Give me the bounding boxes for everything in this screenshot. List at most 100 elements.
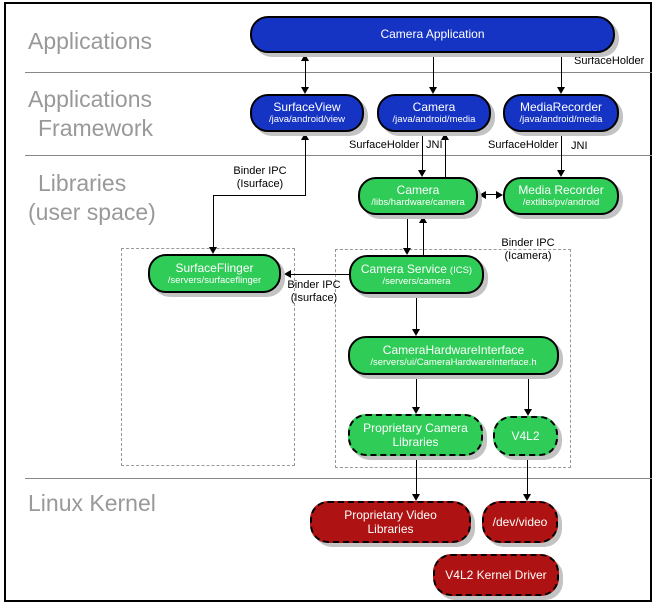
arrowhead-down-into-proprietary-camera	[412, 407, 420, 414]
edge-chi-proprietary-camera	[416, 375, 417, 407]
surfaceflinger-process-group	[121, 248, 295, 466]
arrowhead-right-into-mediarecorder-library	[496, 191, 503, 199]
node-path: /java/android/media	[392, 114, 476, 126]
layer-label-text: Libraries	[38, 170, 127, 196]
label-line: (Icamera)	[504, 250, 552, 262]
node-v4l2: V4L2	[493, 416, 558, 456]
edge-v4l2-devvideo	[527, 456, 528, 494]
arrowhead-down-into-camera-framework	[429, 87, 437, 94]
edge-camera-lib-up	[445, 140, 446, 177]
node-title: Camera	[396, 183, 440, 198]
arrowhead-down-into-camera-service	[403, 248, 411, 255]
node-v4l2-kernel-driver: V4L2 Kernel Driver	[433, 554, 559, 596]
node-title: Proprietary Video Libraries	[344, 507, 437, 536]
node-surfaceview: SurfaceView /java/android/view	[250, 94, 364, 132]
node-path: /java/android/view	[268, 114, 346, 126]
node-proprietary-video-libraries: Proprietary Video Libraries	[310, 501, 471, 543]
arrowhead-up-into-camera-application	[301, 54, 309, 61]
label-line: (Isurface)	[236, 178, 284, 190]
label-jni-mediarecorder: JNI	[571, 140, 588, 152]
arrowhead-up-into-camera-library-2	[419, 216, 427, 223]
edge-binder-to-surfaceflinger	[213, 195, 214, 247]
node-title: Media Recorder	[518, 183, 604, 198]
edge-mediarecorder-down	[561, 132, 562, 170]
label-line: Binder IPC	[287, 279, 341, 291]
node-dev-video: /dev/video	[482, 501, 558, 543]
arrowhead-down-into-surfaceview	[301, 87, 309, 94]
layer-label-text: Framework	[38, 115, 154, 141]
node-path: /servers/ui/CameraHardwareInterface.h	[370, 356, 537, 368]
layer-label-text: Applications	[28, 86, 153, 112]
camera-service-process-group	[335, 249, 571, 468]
label-binder-ipc-icamera: Binder IPC (Icamera)	[496, 237, 560, 263]
edge-surfaceview-binder-vertical	[305, 140, 306, 195]
label-surfaceholder-app: SurfaceHolder	[574, 55, 645, 67]
arrowhead-down-into-mediarecorder	[557, 87, 565, 94]
node-title-text: Camera Service	[360, 261, 447, 276]
layer-label-libraries: Libraries (user space)	[28, 169, 156, 227]
layer-label-text: Linux Kernel	[28, 490, 156, 516]
arrowhead-up-into-camera-framework	[441, 133, 449, 140]
label-surfaceholder-camera: SurfaceHolder	[349, 139, 420, 151]
arrowhead-down-into-devvideo	[523, 494, 531, 501]
arrowhead-left-into-camera-library	[479, 191, 486, 199]
node-title: CameraHardwareInterface	[382, 342, 525, 357]
node-title: Camera Service(ICS)	[361, 262, 472, 276]
node-media-recorder-library: Media Recorder /extlibs/pv/android	[503, 177, 619, 215]
layer-label-text: (user space)	[28, 199, 156, 225]
label-line: Binder IPC	[233, 165, 287, 177]
label-binder-ipc-isurface-1: Binder IPC (Isurface)	[220, 165, 300, 191]
edge-app-surfaceview	[305, 61, 306, 87]
edge-cameralib-cameraservice-down	[407, 215, 408, 248]
node-title: V4L2	[511, 428, 540, 443]
node-title: SurfaceFlinger	[175, 260, 254, 275]
node-path: /servers/camera	[382, 276, 451, 287]
layer-label-applications-framework: Applications Framework	[28, 85, 153, 143]
node-camera-application: Camera Application	[250, 16, 615, 53]
arrowhead-down-into-v4l2	[524, 409, 532, 416]
edge-app-camera	[433, 53, 434, 87]
node-title: MediaRecorder	[519, 100, 603, 115]
layer-divider-framework-libraries	[25, 155, 652, 156]
label-jni-camera: JNI	[426, 139, 443, 151]
layer-divider-applications-framework	[25, 72, 652, 73]
edge-cameralib-mediarecorderlib	[486, 194, 496, 195]
arrowhead-up-into-surfaceview	[301, 133, 309, 140]
node-title: Camera	[412, 100, 456, 115]
node-path: /servers/surfaceflinger	[167, 274, 262, 286]
layer-label-applications: Applications	[28, 27, 152, 56]
arrowhead-down-into-surfaceflinger	[209, 247, 217, 254]
node-path: /extlibs/pv/android	[522, 197, 600, 209]
label-line: Binder IPC	[501, 237, 555, 249]
layer-label-linux-kernel: Linux Kernel	[28, 489, 156, 518]
node-path: /java/android/media	[519, 114, 603, 126]
edge-surfaceview-binder-horizontal	[213, 195, 306, 196]
edge-chi-v4l2	[528, 375, 529, 409]
node-proprietary-camera-libraries: Proprietary Camera Libraries	[348, 414, 483, 456]
arrowhead-down-into-chi	[412, 329, 420, 336]
edge-cameraservice-surfaceflinger	[291, 274, 349, 275]
node-title: Camera Application	[380, 27, 485, 42]
edge-app-mediarecorder	[561, 53, 562, 87]
node-camera-service: Camera Service(ICS) /servers/camera	[349, 255, 484, 294]
node-camera-library: Camera /libs/hardware/camera	[358, 177, 478, 215]
arrowhead-down-into-proprietary-video	[412, 494, 420, 501]
edge-camera-fw-down	[422, 132, 423, 170]
node-title: /dev/video	[492, 514, 548, 529]
node-title: SurfaceView	[273, 100, 341, 115]
node-path: /libs/hardware/camera	[371, 197, 465, 209]
edge-proprietarycamera-proprietaryvideo	[416, 456, 417, 494]
arrowhead-down-into-camera-library	[418, 170, 426, 177]
diagram-border	[4, 2, 652, 602]
label-line: (Isurface)	[290, 292, 338, 304]
node-surfaceflinger: SurfaceFlinger /servers/surfaceflinger	[148, 254, 281, 293]
label-binder-ipc-isurface-2: Binder IPC (Isurface)	[284, 279, 344, 305]
edge-cameraservice-chi	[416, 294, 417, 329]
edge-cameraservice-cameralib-up	[423, 223, 424, 255]
arrowhead-left-into-surfaceflinger	[284, 270, 291, 278]
node-camera-hardware-interface: CameraHardwareInterface /servers/ui/Came…	[348, 336, 559, 375]
node-title-suffix: (ICS)	[449, 264, 473, 276]
layer-label-text: Applications	[28, 28, 153, 54]
node-title: V4L2 Kernel Driver	[445, 567, 547, 582]
